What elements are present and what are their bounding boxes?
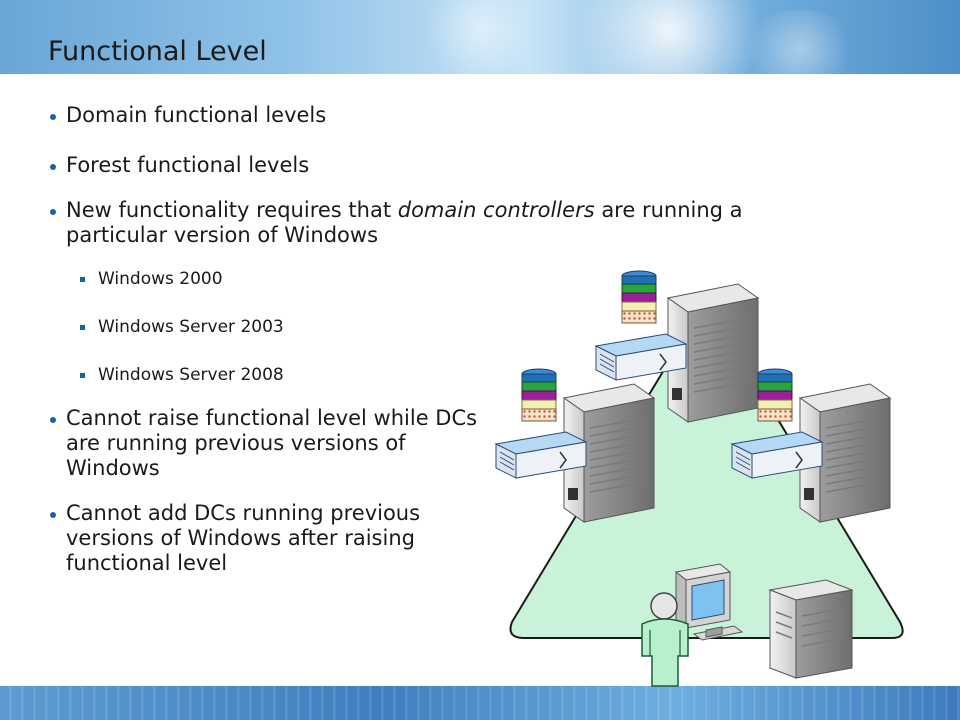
sub-bullet-windows-2003: Windows Server 2003 bbox=[48, 316, 808, 338]
bullet-text-emphasis: domain controllers bbox=[397, 198, 595, 222]
sub-bullet-windows-2008: Windows Server 2008 bbox=[48, 364, 808, 386]
tower-server-icon bbox=[768, 579, 854, 679]
database-stack-icon bbox=[621, 270, 657, 324]
slide-title: Functional Level bbox=[48, 36, 267, 67]
bullet-forest-levels: Forest functional levels bbox=[48, 153, 808, 178]
slide-header: Functional Level bbox=[0, 0, 960, 74]
database-stack-icon bbox=[757, 368, 793, 422]
bullet-text-part: are running a particular version of Wind… bbox=[66, 198, 743, 247]
bullet-cannot-raise: Cannot raise functional level while DCs … bbox=[48, 406, 486, 481]
user-icon bbox=[641, 592, 689, 687]
bullet-domain-levels: Domain functional levels bbox=[48, 103, 808, 128]
slide-footer bbox=[0, 686, 960, 720]
bullet-list: Domain functional levels Forest function… bbox=[48, 103, 808, 576]
bullet-new-functionality: New functionality requires that domain c… bbox=[48, 198, 811, 248]
bullet-cannot-add: Cannot add DCs running previous versions… bbox=[48, 501, 486, 576]
bullet-text-part: New functionality requires that bbox=[66, 198, 398, 222]
domain-controllers-diagram bbox=[495, 270, 904, 687]
workstation-icon bbox=[674, 563, 744, 641]
sub-bullet-windows-2000: Windows 2000 bbox=[48, 268, 808, 290]
database-stack-icon bbox=[521, 368, 557, 422]
